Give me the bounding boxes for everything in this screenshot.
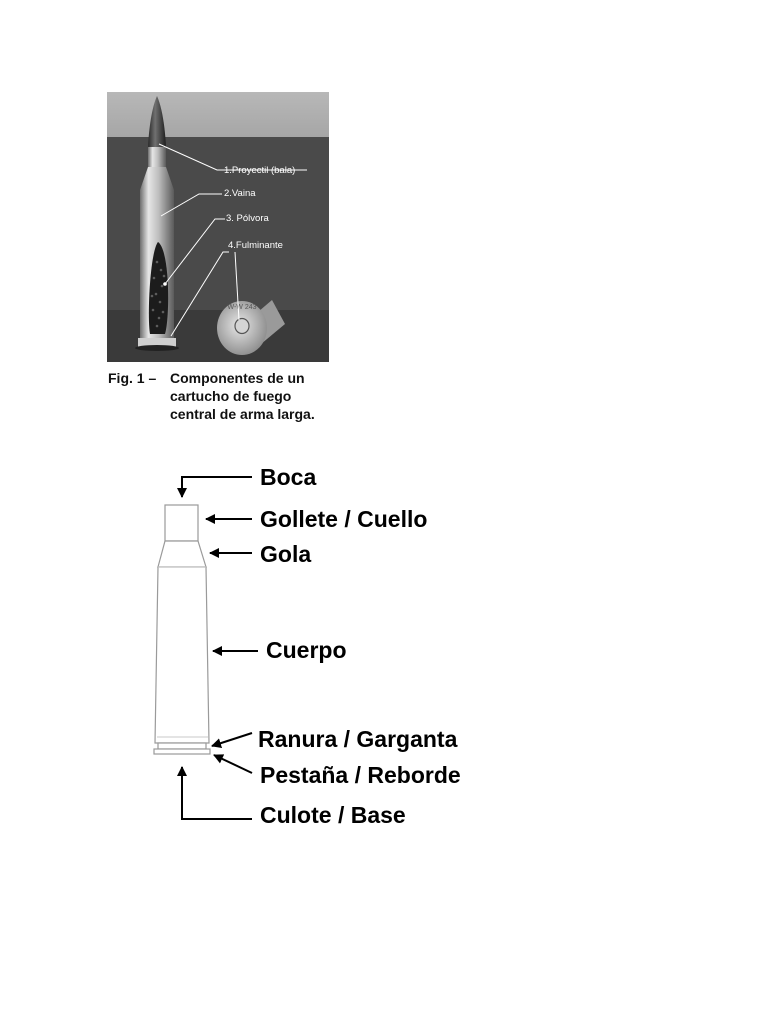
case-shading [157, 566, 208, 738]
arrow-ranura [211, 732, 253, 748]
powder-grains [150, 260, 166, 328]
label-proyectil: 1.Proyectil (bala) [224, 165, 295, 176]
standing-cartridge [135, 96, 179, 351]
arrows [177, 476, 258, 820]
label-fulminante: 4.Fulminante [228, 240, 283, 251]
cartridge-components-illustration: W-W 243 1.Proyectil (bala) 2.Vaina 3. Pó… [107, 92, 329, 362]
case-neck [148, 147, 166, 167]
arrow-pestana [213, 754, 253, 774]
label-cuerpo: Cuerpo [266, 637, 347, 663]
case-base-shadow [135, 345, 179, 351]
headstamp-text: W-W 243 [227, 304, 256, 311]
figure-caption-text: Componentes de un cartucho de fuego cent… [170, 369, 348, 423]
figure-number: Fig. 1 – [108, 370, 157, 386]
label-ranura-garganta: Ranura / Garganta [258, 726, 458, 752]
label-gollete-cuello: Gollete / Cuello [260, 506, 427, 532]
label-culote-base: Culote / Base [260, 802, 406, 828]
case-parts-diagram: Boca Gollete / Cuello Gola Cuerpo Ranura… [153, 464, 461, 828]
label-vaina: 2.Vaina [224, 188, 256, 199]
case-outline [153, 504, 211, 755]
bullet-tip [148, 96, 166, 147]
inset-background-top [107, 92, 329, 137]
leader-lines [158, 143, 307, 337]
caption-line: cartucho de fuego [170, 388, 292, 404]
arrow-culote [177, 766, 252, 820]
case-shoulder [140, 167, 174, 190]
case-head-lying: W-W 243 [217, 300, 285, 355]
caption-line: Componentes de un [170, 370, 305, 386]
label-gola: Gola [260, 541, 311, 567]
label-pestana-reborde: Pestaña / Reborde [260, 762, 461, 788]
label-polvora: 3. Pólvora [226, 213, 269, 224]
label-boca: Boca [260, 464, 316, 490]
primer-icon [234, 317, 250, 335]
arrow-boca [177, 476, 252, 498]
case-rim [138, 338, 176, 347]
caption-line: central de arma larga. [170, 406, 315, 422]
